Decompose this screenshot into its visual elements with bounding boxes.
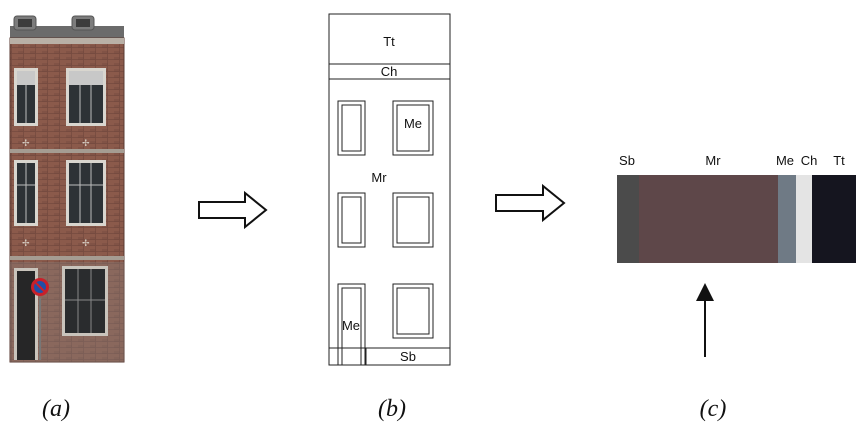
arrow-right-icon	[495, 183, 566, 223]
segment-mr	[639, 175, 778, 263]
segment-tt	[812, 175, 856, 263]
label-door: Me	[342, 318, 360, 333]
label-top: Tt	[383, 34, 395, 49]
segment-sb	[617, 175, 639, 263]
arrow-right-icon	[198, 190, 268, 230]
svg-text:✢: ✢	[22, 139, 30, 149]
facade-photo: ✢ ✢ ✢ ✢	[9, 15, 125, 363]
color-strip	[617, 175, 856, 263]
facade-schematic	[328, 13, 451, 366]
strip-label-tt: Tt	[833, 153, 845, 168]
segment-ch	[796, 175, 812, 263]
arrow-up-icon	[696, 283, 714, 357]
svg-text:✢: ✢	[82, 239, 90, 249]
label-window: Me	[404, 116, 422, 131]
strip-label-ch: Ch	[801, 153, 818, 168]
segment-me	[778, 175, 796, 263]
svg-text:✢: ✢	[22, 239, 30, 249]
caption-b: (b)	[378, 396, 406, 422]
svg-text:✢: ✢	[82, 139, 90, 149]
caption-c: (c)	[700, 396, 727, 422]
label-wall: Mr	[371, 170, 387, 185]
strip-label-mr: Mr	[705, 153, 721, 168]
label-cornice: Ch	[381, 64, 398, 79]
label-base: Sb	[400, 349, 416, 364]
caption-a: (a)	[42, 396, 70, 422]
road-sign-icon	[31, 278, 49, 360]
strip-label-sb: Sb	[619, 153, 635, 168]
strip-label-me: Me	[776, 153, 794, 168]
